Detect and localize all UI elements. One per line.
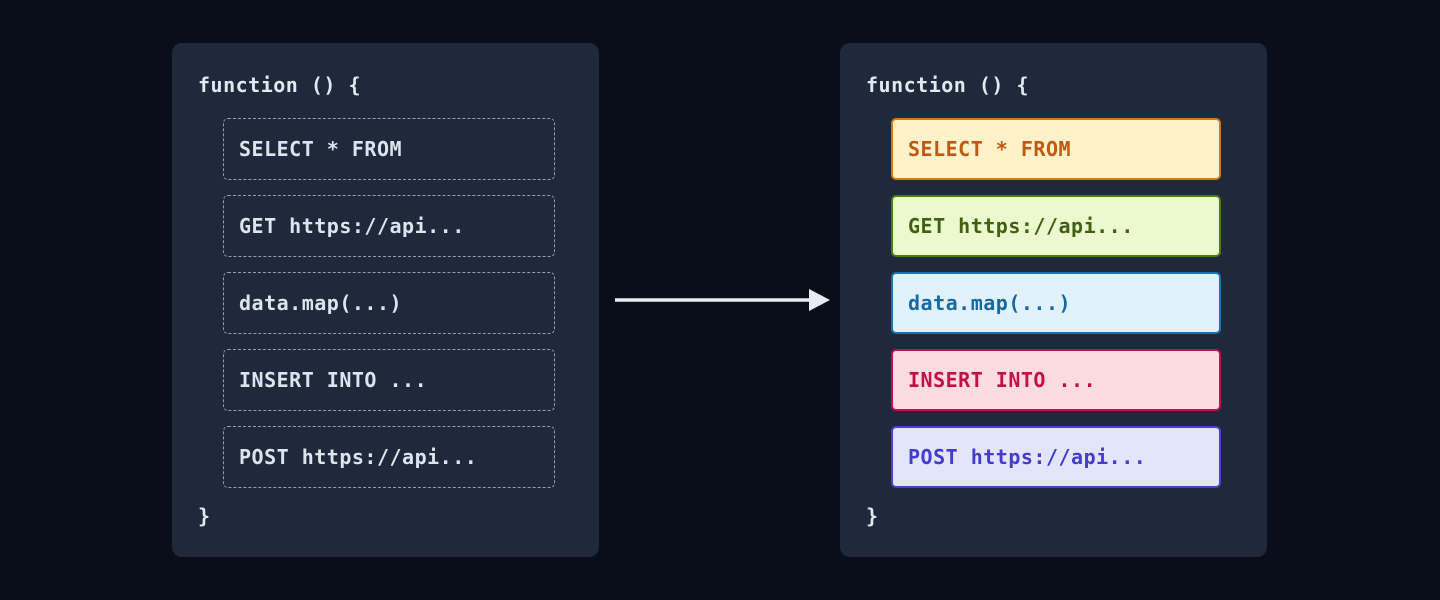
transform-arrow: [613, 286, 833, 314]
function-close-brace: }: [198, 504, 211, 528]
function-open-line: function () {: [198, 73, 362, 97]
snippet-select-from: SELECT * FROM: [891, 118, 1221, 180]
left-snippet-list: SELECT * FROM GET https://api... data.map(…: [223, 118, 573, 488]
plain-code-panel: function () { SELECT * FROM GET https://a…: [172, 43, 599, 557]
snippet-post-https-api: POST https://api...: [223, 426, 555, 488]
snippet-select-from: SELECT * FROM: [223, 118, 555, 180]
highlighted-code-panel: function () { SELECT * FROM GET https://a…: [840, 43, 1267, 557]
right-arrow-icon: [615, 289, 830, 311]
snippet-get-https-api: GET https://api...: [891, 195, 1221, 257]
snippet-post-https-api: POST https://api...: [891, 426, 1221, 488]
snippet-data-map: data.map(...): [891, 272, 1221, 334]
function-close-brace: }: [866, 504, 879, 528]
snippet-get-https-api: GET https://api...: [223, 195, 555, 257]
function-open-line: function () {: [866, 73, 1030, 97]
right-snippet-list: SELECT * FROM GET https://api... data.map(…: [891, 118, 1241, 488]
snippet-insert-into: INSERT INTO ...: [891, 349, 1221, 411]
snippet-data-map: data.map(...): [223, 272, 555, 334]
snippet-insert-into: INSERT INTO ...: [223, 349, 555, 411]
